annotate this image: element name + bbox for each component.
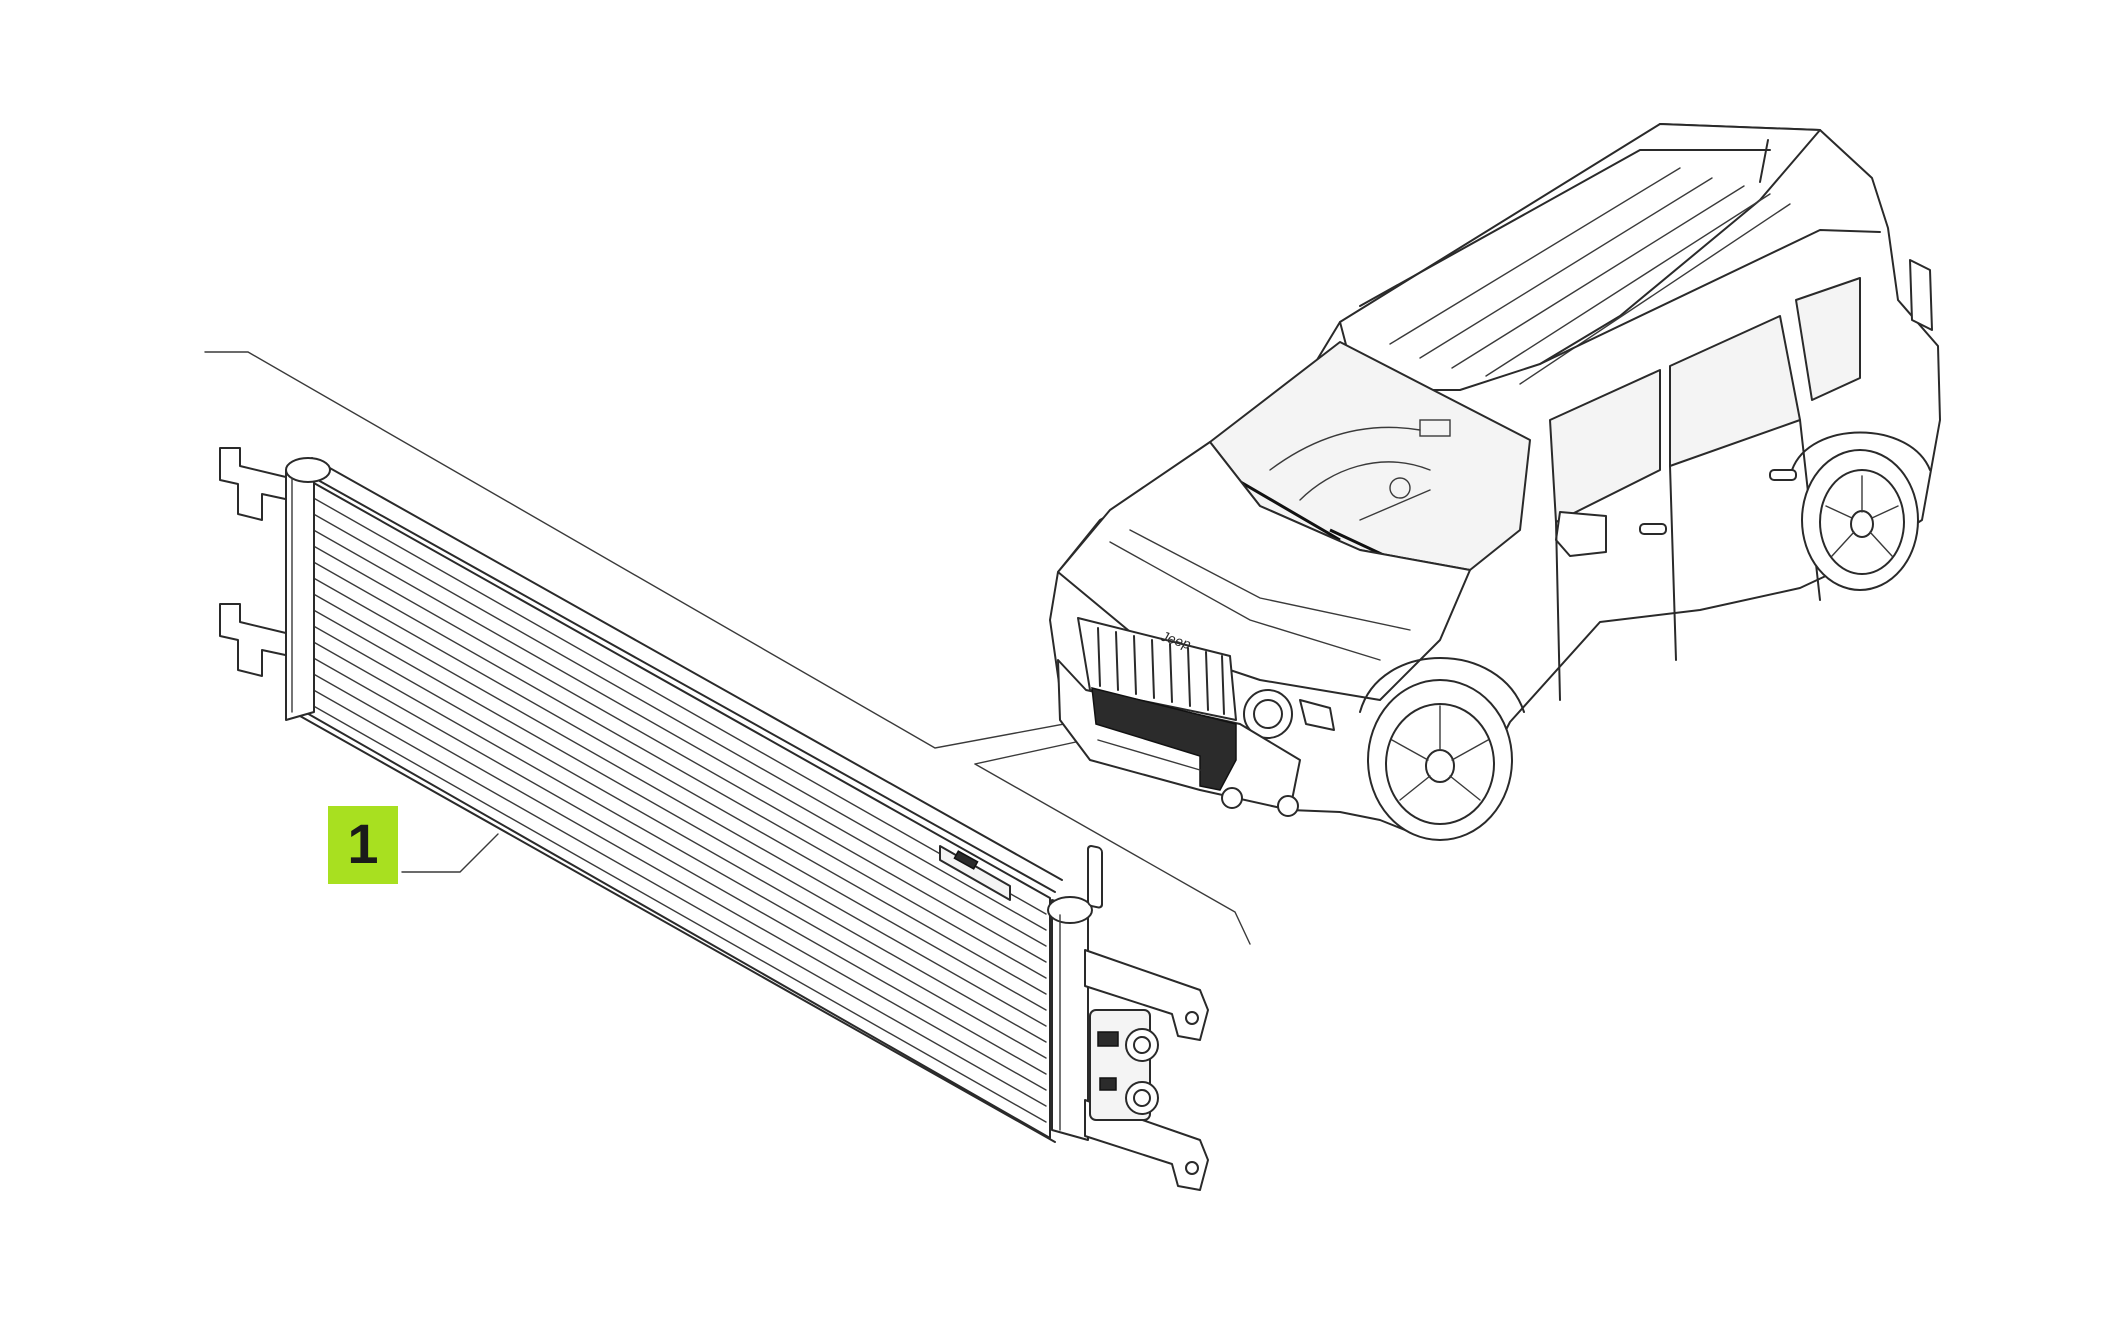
vehicle-illustration: Jeep — [1049, 123, 1941, 909]
callout-1[interactable]: 1 — [328, 806, 398, 884]
rear-wheel — [1801, 449, 1919, 591]
callout-number: 1 — [347, 812, 378, 875]
radiator-part — [219, 447, 1209, 1191]
radiator-fins — [309, 495, 1047, 1123]
callout-badge[interactable] — [328, 806, 398, 884]
front-wheel — [1367, 679, 1513, 841]
